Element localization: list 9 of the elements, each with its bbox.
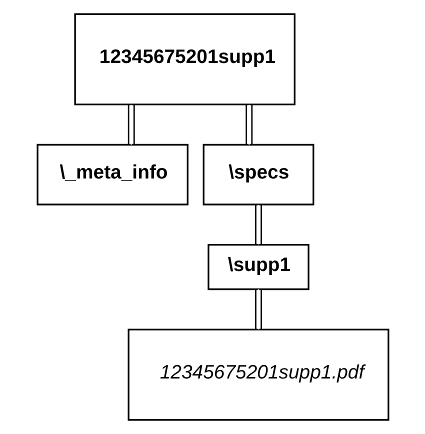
node-box: 12345675201supp1.pdf xyxy=(127,328,389,421)
node-box: \supp1 xyxy=(207,244,309,290)
connector xyxy=(254,204,262,244)
connector xyxy=(127,104,134,145)
node-box: 12345675201supp1 xyxy=(74,13,295,106)
connector xyxy=(245,104,252,145)
node-box: \_meta_info xyxy=(36,144,188,206)
node-box: \specs xyxy=(202,144,314,206)
connector xyxy=(254,289,262,330)
